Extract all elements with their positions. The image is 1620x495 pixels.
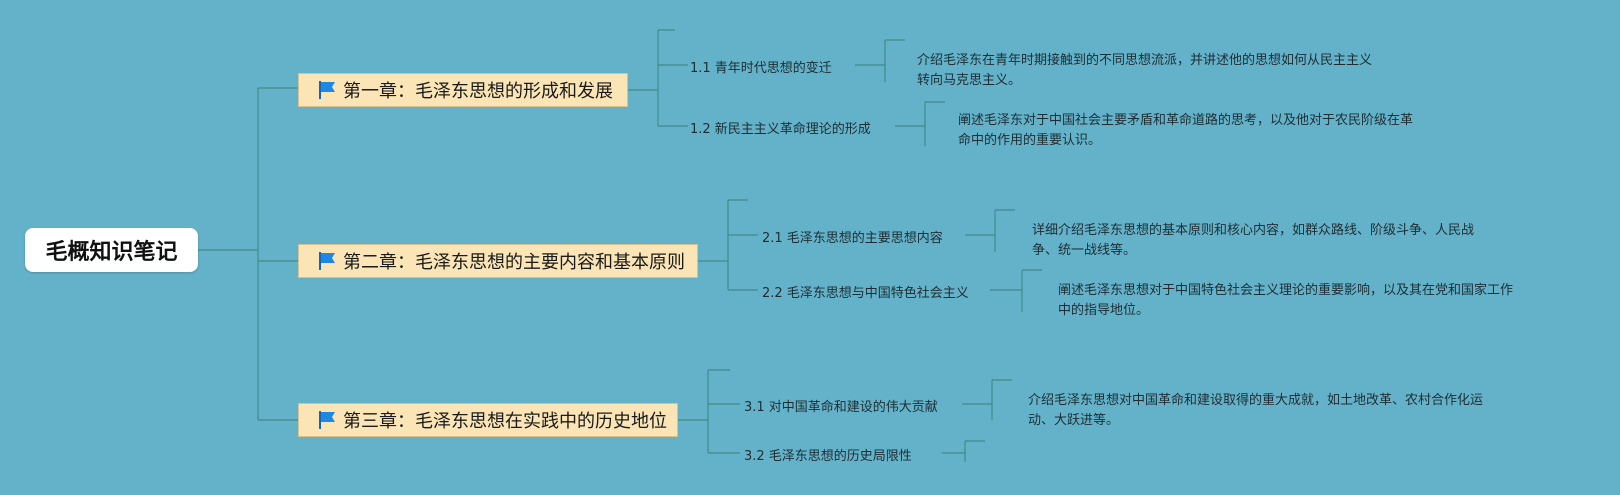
desc-line: 中的指导地位。	[1058, 303, 1150, 318]
desc-line: 阐述毛泽东对于中国社会主要矛盾和革命道路的思考，以及他对于农民阶级在革	[958, 113, 1414, 128]
section-desc-1-2: 阐述毛泽东对于中国社会主要矛盾和革命道路的思考，以及他对于农民阶级在革 命中的作…	[958, 111, 1413, 151]
section-title-1-2[interactable]: 1.2 新民主主义革命理论的形成	[690, 122, 871, 137]
flag-icon	[317, 251, 337, 271]
section-desc-2-1: 详细介绍毛泽东思想的基本原则和核心内容，如群众路线、阶级斗争、人民战 争、统一战…	[1032, 221, 1474, 261]
desc-line: 详细介绍毛泽东思想的基本原则和核心内容，如群众路线、阶级斗争、人民战	[1032, 223, 1475, 238]
chapter-node-1[interactable]: 第一章：毛泽东思想的形成和发展	[298, 73, 628, 107]
section-desc-3-1: 介绍毛泽东思想对中国革命和建设取得的重大成就，如土地改革、农村合作化运 动、大跃…	[1028, 391, 1483, 431]
desc-line: 命中的作用的重要认识。	[958, 133, 1102, 148]
section-title-2-2[interactable]: 2.2 毛泽东思想与中国特色社会主义	[762, 286, 969, 301]
flag-icon	[317, 410, 337, 430]
desc-line: 争、统一战线等。	[1032, 243, 1137, 258]
desc-line: 介绍毛泽东在青年时期接触到的不同思想流派，并讲述他的思想如何从民主主义	[917, 53, 1373, 68]
chapter-label: 第二章：毛泽东思想的主要内容和基本原则	[343, 252, 685, 273]
section-title-2-1[interactable]: 2.1 毛泽东思想的主要思想内容	[762, 231, 943, 246]
section-desc-2-2: 阐述毛泽东思想对于中国特色社会主义理论的重要影响，以及其在党和国家工作 中的指导…	[1058, 281, 1513, 321]
section-desc-1-1: 介绍毛泽东在青年时期接触到的不同思想流派，并讲述他的思想如何从民主主义 转向马克…	[917, 51, 1372, 91]
section-title-3-2[interactable]: 3.2 毛泽东思想的历史局限性	[744, 449, 912, 464]
root-label: 毛概知识笔记	[45, 240, 178, 265]
desc-line: 阐述毛泽东思想对于中国特色社会主义理论的重要影响，以及其在党和国家工作	[1058, 283, 1514, 298]
chapter-node-3[interactable]: 第三章：毛泽东思想在实践中的历史地位	[298, 403, 678, 437]
desc-line: 动、大跃进等。	[1028, 413, 1120, 428]
chapter-label: 第一章：毛泽东思想的形成和发展	[343, 81, 613, 102]
chapter-node-2[interactable]: 第二章：毛泽东思想的主要内容和基本原则	[298, 244, 698, 278]
desc-line: 转向马克思主义。	[917, 73, 1022, 88]
section-title-3-1[interactable]: 3.1 对中国革命和建设的伟大贡献	[744, 400, 938, 415]
root-node[interactable]: 毛概知识笔记	[25, 228, 198, 272]
chapter-label: 第三章：毛泽东思想在实践中的历史地位	[343, 411, 667, 432]
desc-line: 介绍毛泽东思想对中国革命和建设取得的重大成就，如土地改革、农村合作化运	[1028, 393, 1484, 408]
section-title-1-1[interactable]: 1.1 青年时代思想的变迁	[690, 61, 832, 76]
flag-icon	[317, 80, 337, 100]
